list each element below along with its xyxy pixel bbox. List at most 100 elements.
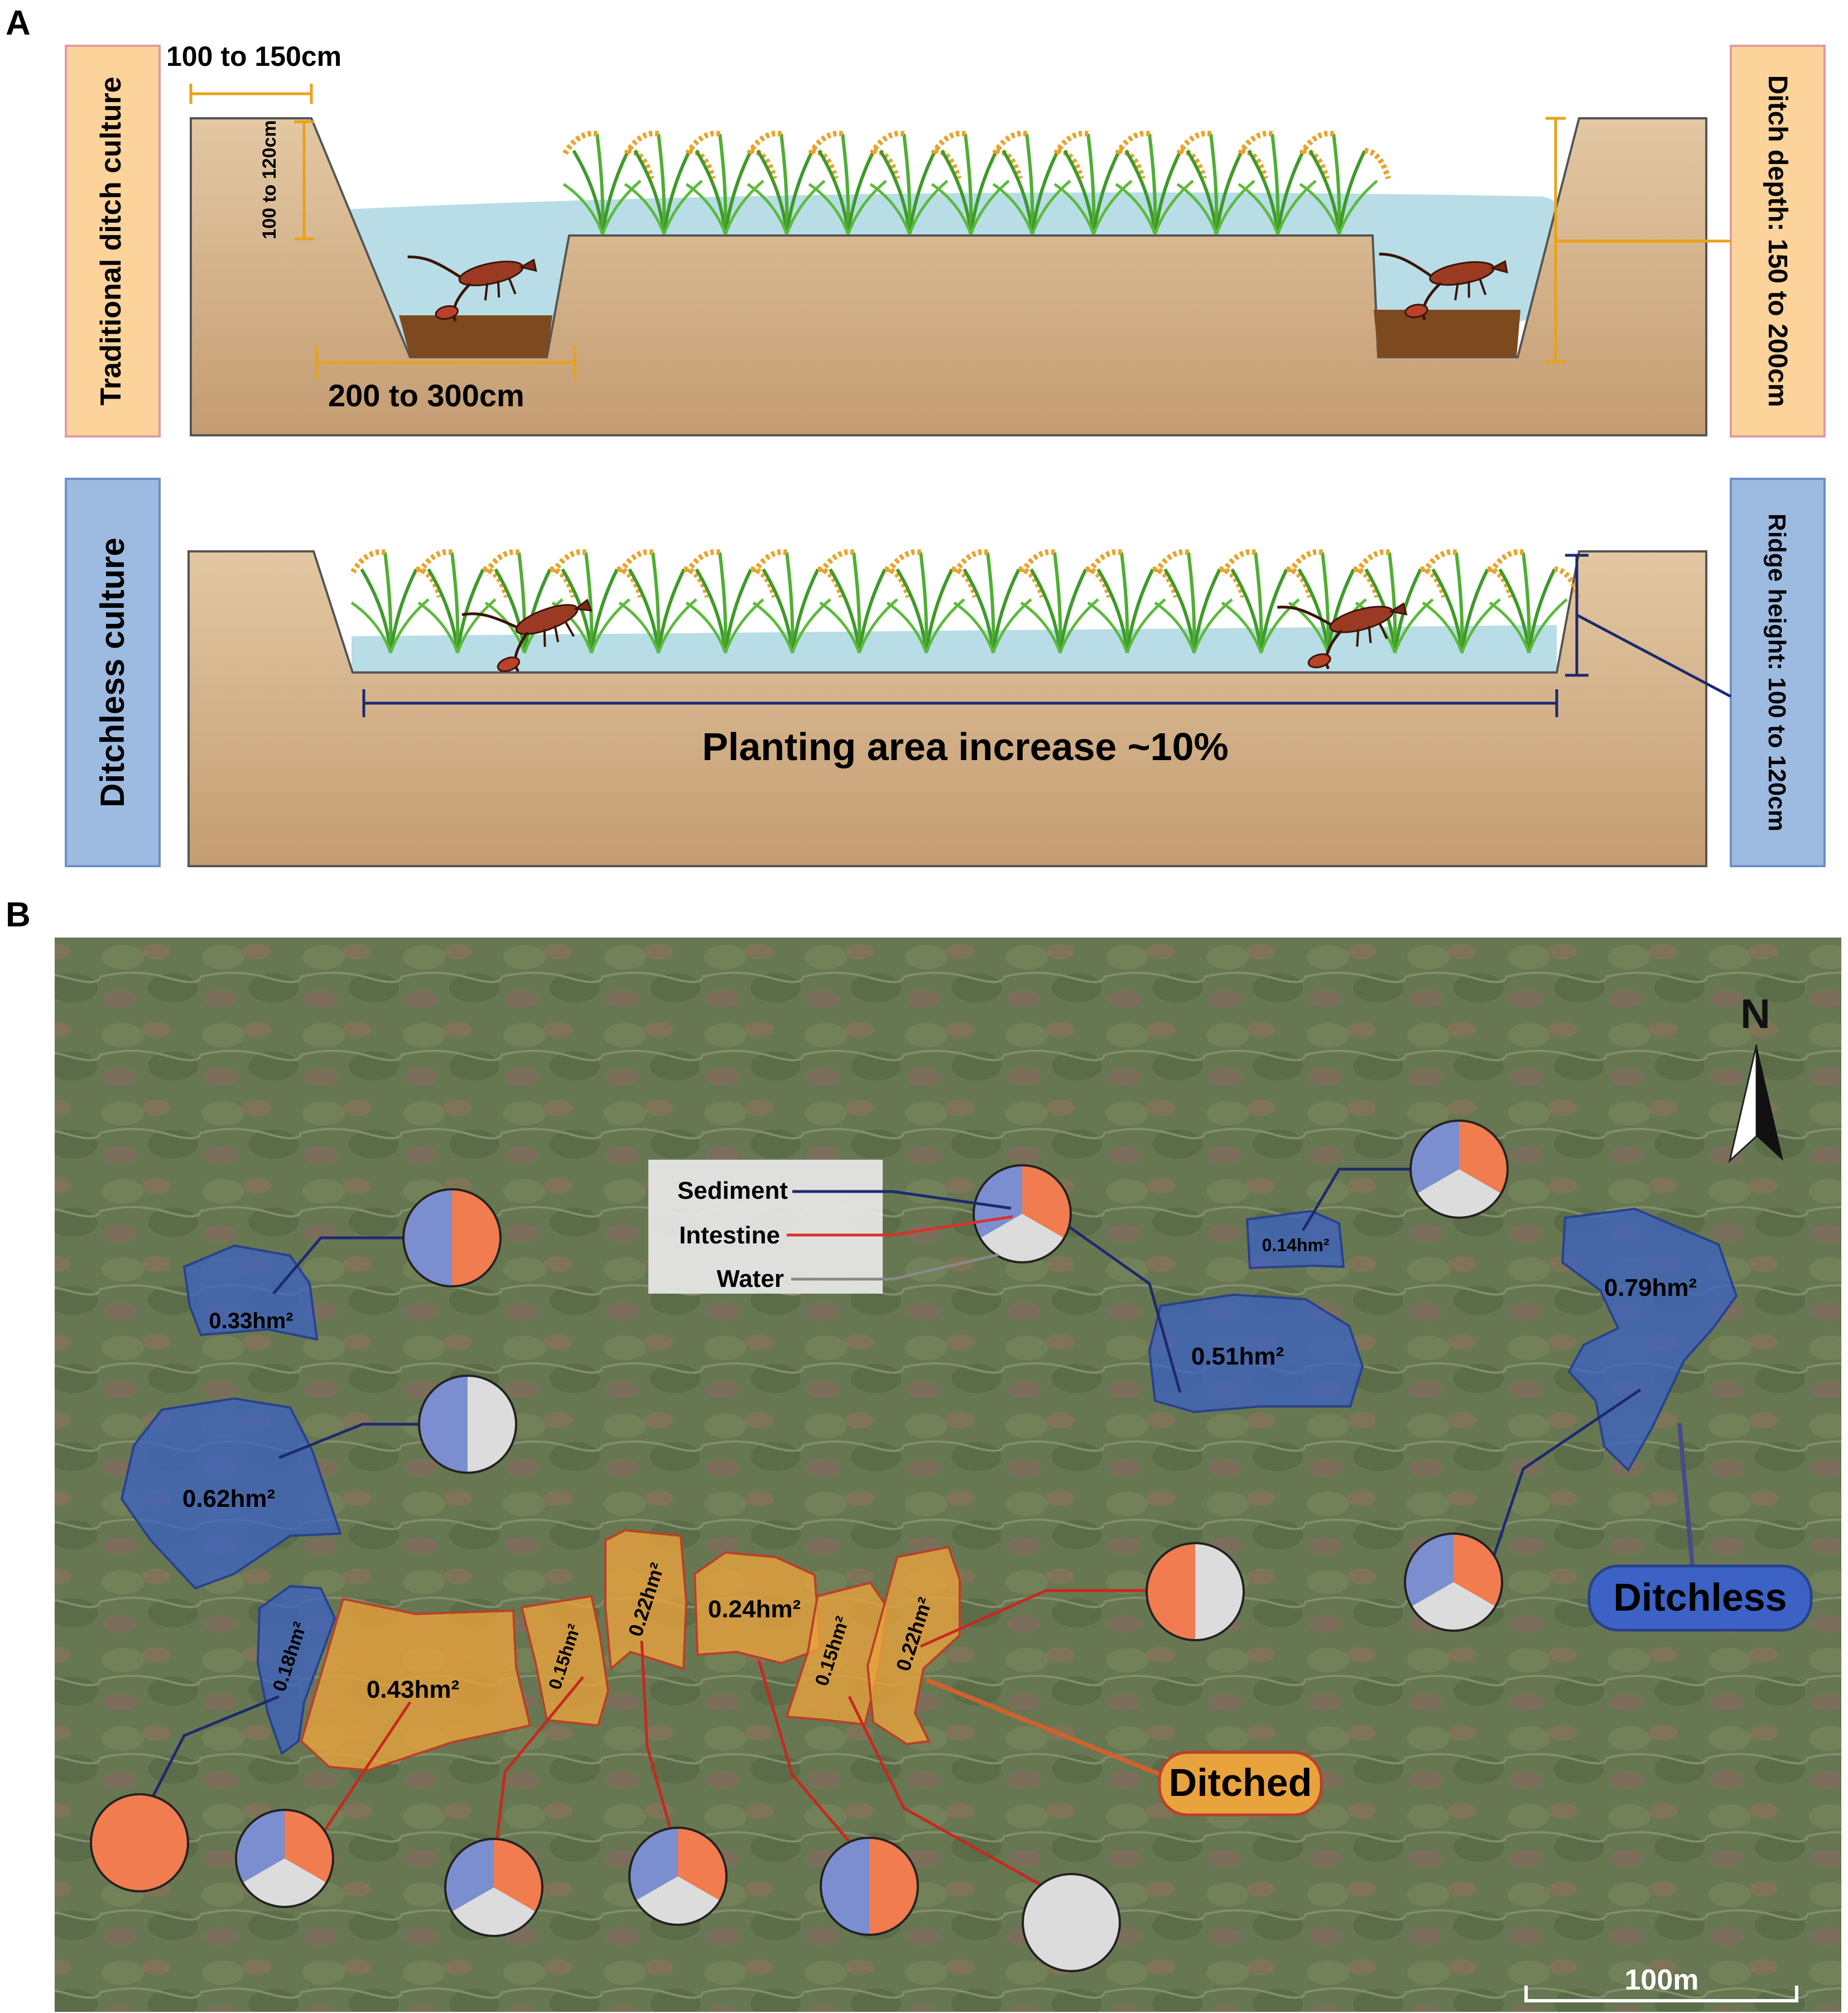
legend: Sediment Intestine Water xyxy=(648,1160,1013,1294)
pie-outline xyxy=(1404,1532,1503,1632)
pie-slice-sediment xyxy=(445,1839,494,1912)
panel-b-label: B xyxy=(6,896,31,934)
pie-marker[interactable] xyxy=(402,1188,502,1287)
ditch-bottom-right xyxy=(1374,310,1520,357)
pond-label-1: 0.62hm² xyxy=(182,1485,275,1512)
pie-slice-sediment xyxy=(629,1828,678,1901)
leader-1 xyxy=(278,1423,424,1459)
pond-3[interactable] xyxy=(300,1597,532,1772)
pie-marker[interactable] xyxy=(235,1809,334,1908)
leader-5 xyxy=(640,1640,680,1856)
ditchless-side-box xyxy=(65,478,161,867)
pond-7[interactable] xyxy=(785,1581,889,1726)
pie-slice-intestine xyxy=(494,1839,542,1912)
pie-slice-intestine xyxy=(1454,1534,1502,1607)
pond-8[interactable] xyxy=(866,1545,961,1746)
pie-marker[interactable] xyxy=(973,1164,1072,1263)
planting-area-label: Planting area increase ~10% xyxy=(702,725,1229,768)
pond-label-9: 0.51hm² xyxy=(1191,1343,1284,1370)
ditchless-tag: Ditchless xyxy=(1587,1564,1813,1632)
traditional-dimensions xyxy=(189,84,1731,379)
sample-pies xyxy=(90,1120,1509,1972)
pie-slice-intestine xyxy=(869,1838,918,1935)
ditchless-soil xyxy=(187,550,1707,867)
pie-outline xyxy=(820,1837,919,1936)
ditch-depth-label: Ditch depth: 150 to 200cm xyxy=(1763,75,1792,407)
legend-line-intestine xyxy=(787,1215,1013,1237)
pie-slice-sediment xyxy=(821,1838,869,1935)
pie-slice-intestine xyxy=(678,1828,726,1901)
north-label: N xyxy=(1740,991,1770,1037)
pie-outline xyxy=(628,1827,728,1926)
pie-marker[interactable] xyxy=(418,1375,517,1474)
pie-outline xyxy=(1146,1542,1245,1641)
leader-ditched xyxy=(925,1678,1164,1778)
scale-label: 100m xyxy=(1625,1964,1699,1996)
traditional-side-label: Traditional ditch culture xyxy=(95,76,127,405)
pie-marker[interactable] xyxy=(820,1837,919,1936)
leader-9 xyxy=(1053,1215,1182,1393)
pond-0[interactable] xyxy=(182,1244,319,1341)
ditchless-section: Ditchless culture Ridge height: 100 to 1… xyxy=(65,478,1826,867)
leader-6 xyxy=(757,1660,870,1866)
ridge-label: Ridge height: 100 to 120cm xyxy=(1763,513,1791,832)
pie-marker[interactable] xyxy=(1022,1873,1121,1972)
pie-outline xyxy=(418,1375,517,1474)
bottom-width-label: 200 to 300cm xyxy=(328,378,524,413)
pie-slice-intestine xyxy=(1459,1121,1508,1194)
scale-bar-icon xyxy=(1524,1986,1798,2002)
pie-slice-water xyxy=(1411,1582,1496,1631)
slope-depth-label: 100 to 120cm xyxy=(259,120,280,239)
top-width-label: 100 to 150cm xyxy=(166,41,341,72)
pie-outline xyxy=(402,1188,502,1287)
pie-outline xyxy=(973,1164,1072,1263)
legend-label-water: Water xyxy=(716,1265,784,1293)
pie-slice-sediment xyxy=(1405,1534,1454,1607)
pond-label-0: 0.33hm² xyxy=(209,1309,293,1333)
pie-slice-water xyxy=(1195,1543,1244,1640)
pond-9[interactable] xyxy=(1148,1293,1364,1414)
pond-10[interactable] xyxy=(1245,1209,1345,1270)
pie-slice-sediment xyxy=(236,1810,285,1883)
pie-slice-sediment xyxy=(403,1189,452,1286)
pie-marker[interactable] xyxy=(90,1793,189,1892)
legend-line-water xyxy=(791,1253,999,1281)
traditional-section: Traditional ditch culture Ditch depth: 1… xyxy=(65,41,1826,438)
leader-4 xyxy=(492,1676,584,1867)
north-arrow: N xyxy=(1728,991,1783,1164)
pie-marker[interactable] xyxy=(628,1827,728,1926)
pie-slice-intestine xyxy=(452,1189,501,1286)
pond-1[interactable] xyxy=(120,1397,342,1590)
pie-slice-water xyxy=(451,1887,536,1936)
pond-2[interactable] xyxy=(256,1584,336,1756)
pond-5[interactable] xyxy=(604,1529,688,1671)
leader-8 xyxy=(920,1589,1158,1648)
leader-0 xyxy=(272,1236,408,1295)
leader-lines xyxy=(138,1168,1697,1904)
pie-slice-water xyxy=(1023,1874,1120,1971)
pie-slice-water xyxy=(1417,1169,1502,1218)
pond-label-6: 0.24hm² xyxy=(708,1596,801,1623)
pie-marker[interactable] xyxy=(1409,1120,1509,1219)
pie-slice-water xyxy=(242,1858,327,1907)
ponds xyxy=(120,1207,1738,1772)
pond-11[interactable] xyxy=(1561,1207,1738,1472)
pie-outline xyxy=(1022,1873,1121,1972)
pie-marker[interactable] xyxy=(444,1838,543,1937)
pond-label-3: 0.43hm² xyxy=(367,1676,459,1703)
pie-slice-intestine xyxy=(91,1794,188,1891)
pie-outline xyxy=(90,1793,189,1892)
pond-4[interactable] xyxy=(520,1594,610,1727)
pie-slice-sediment xyxy=(1411,1121,1459,1194)
pie-marker[interactable] xyxy=(1404,1532,1503,1632)
traditional-side-box xyxy=(65,45,161,438)
ditchless-dimensions xyxy=(362,554,1732,717)
ditch-bottom-left xyxy=(399,315,552,357)
pie-outline xyxy=(444,1838,543,1937)
leader-11 xyxy=(1488,1388,1642,1569)
pie-marker[interactable] xyxy=(1146,1542,1245,1641)
pie-outline xyxy=(1409,1120,1509,1219)
pond-label-10: 0.14hm² xyxy=(1262,1235,1330,1255)
legend-label-intestine: Intestine xyxy=(679,1222,780,1249)
